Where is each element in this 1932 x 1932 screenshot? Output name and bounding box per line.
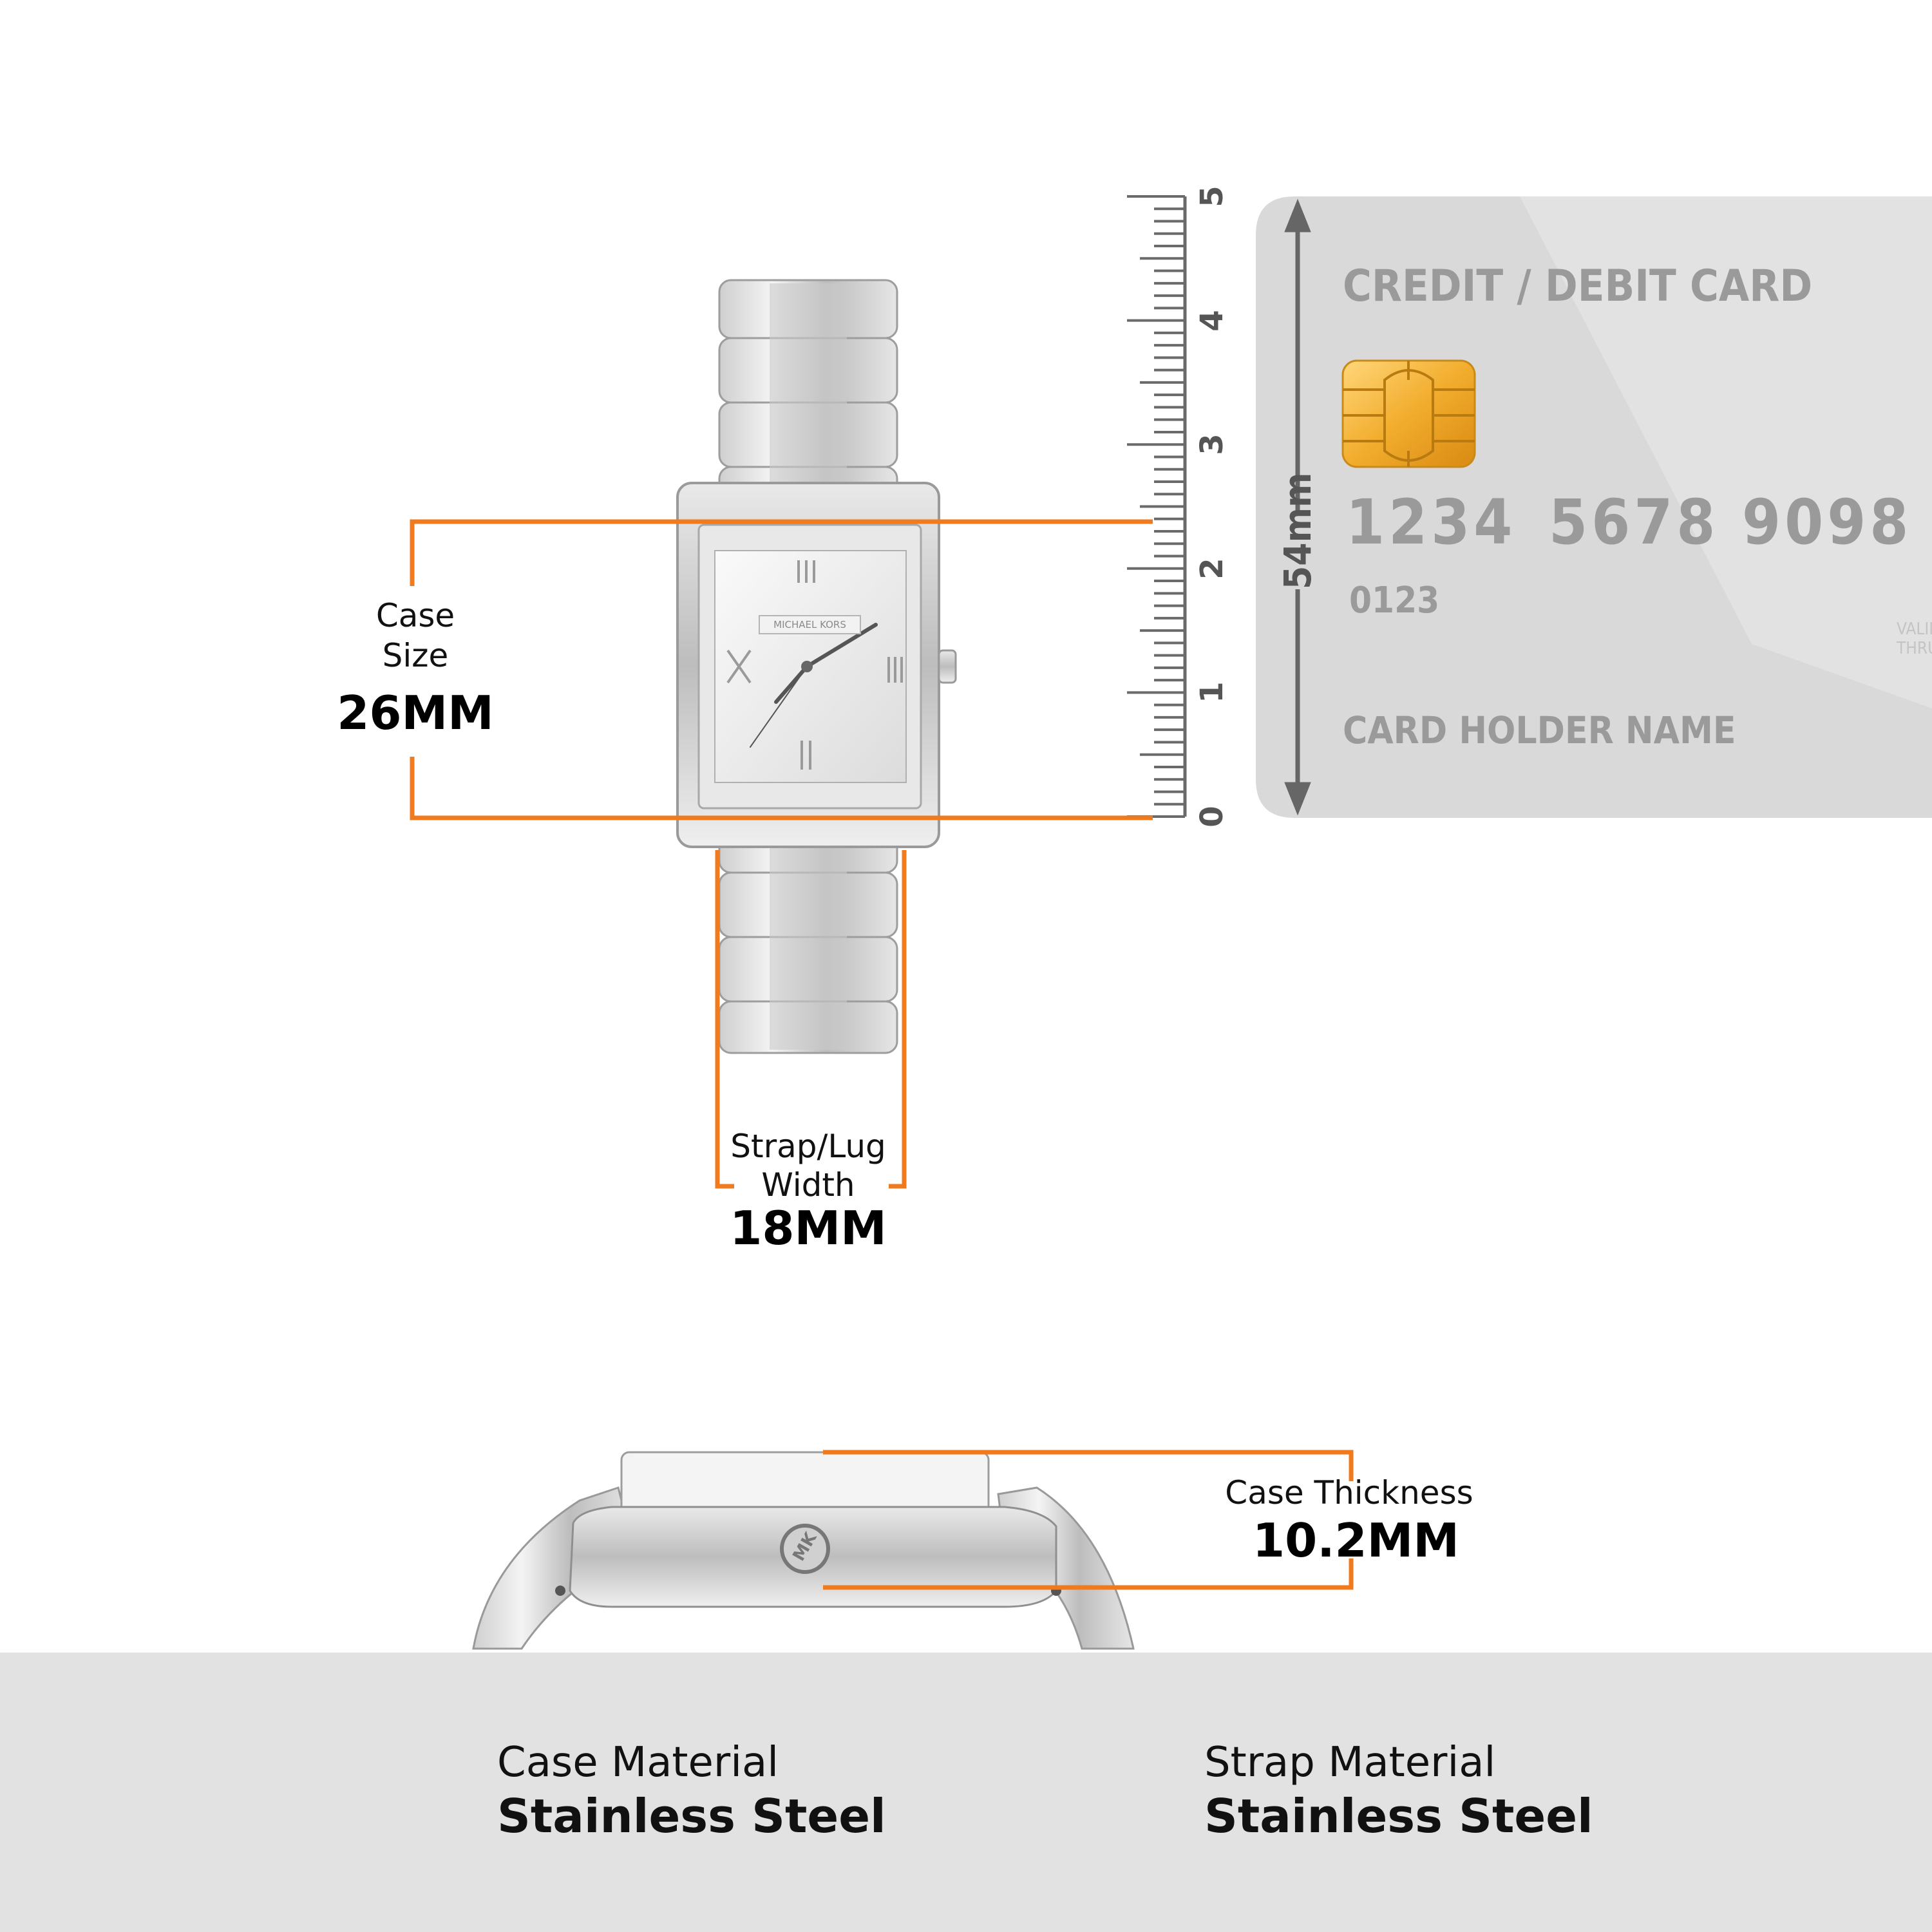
credit-card [1256,196,1932,818]
card-height-label: 54mm [1272,473,1323,589]
case-thickness-label: Case Thickness [1225,1474,1473,1511]
strap-material-value: Stainless Steel [1204,1789,1593,1843]
bracelet-lower [718,813,898,1054]
strap-width-label-line2: Width [761,1166,855,1204]
card-number-group-3: 9098 [1742,486,1913,558]
case-material-value: Stainless Steel [497,1789,886,1843]
strap-width-label-line1: Strap/Lug [730,1128,886,1165]
case-size-value: 26MM [337,686,494,740]
card-sub-number: 0123 [1349,580,1440,621]
ruler-number: 1 [1194,681,1230,704]
strap-material-block: Strap Material Stainless Steel [1204,1739,1593,1843]
ruler [1127,195,1187,818]
dial-brand: MICHAEL KORS [759,615,861,634]
ruler-number: 3 [1194,433,1230,455]
material-footer [0,1653,1932,1932]
case-thickness-value: 10.2MM [1253,1513,1459,1567]
measure-lines [410,519,1354,1590]
case-material-block: Case Material Stainless Steel [497,1739,886,1843]
crown-logo-icon [780,1524,830,1574]
case-size-label: Case Size [351,596,480,676]
card-holder-name: CARD HOLDER NAME [1343,708,1736,752]
watch-side [472,1451,1135,1650]
thru-label: THRU [1897,639,1932,658]
case-material-title: Case Material [497,1739,779,1786]
card-chip-icon [1341,359,1476,468]
ruler-number: 5 [1194,185,1230,207]
strap-width-label: Strap/Lug Width [715,1127,902,1204]
watch-front [676,279,957,1054]
case-size-label-line1: Case [375,597,455,634]
card-valid-thru: VALID THRU [1897,620,1932,658]
case-size-label-line2: Size [382,637,449,674]
strap-width-value: 18MM [730,1201,887,1255]
ruler-number: 2 [1194,558,1230,580]
valid-label: VALID [1897,620,1932,639]
ruler-number: 0 [1194,806,1230,828]
card-number-group-1: 1234 [1346,486,1517,558]
strap-material-title: Strap Material [1204,1739,1496,1786]
card-number-group-2: 5678 [1549,486,1719,558]
card-height-arrow [1284,198,1311,816]
card-title: CREDIT / DEBIT CARD [1343,261,1813,312]
ruler-number: 4 [1194,309,1230,332]
